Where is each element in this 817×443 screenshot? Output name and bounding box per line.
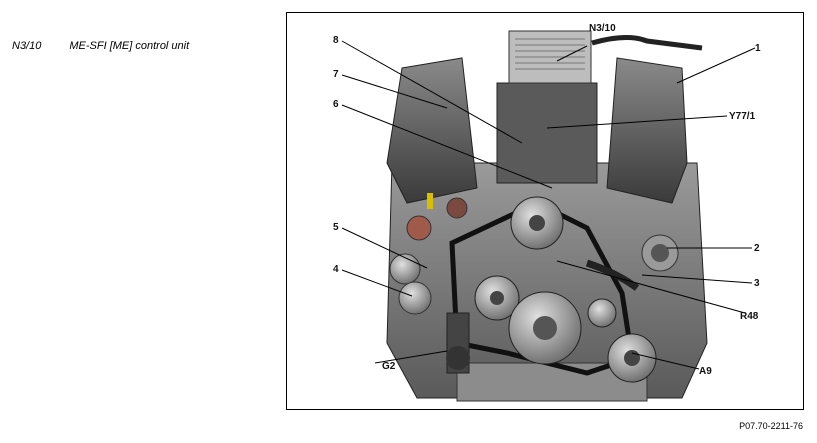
callout-5: 5 xyxy=(333,222,339,233)
callout-7: 7 xyxy=(333,69,339,80)
engine-diagram: N3/10 1 8 7 6 Y77/1 5 2 4 3 R48 G2 A9 xyxy=(333,23,761,402)
legend-code: N3/10 xyxy=(12,40,42,52)
callout-2: 2 xyxy=(754,243,760,254)
callout-r48: R48 xyxy=(740,311,759,322)
callout-3: 3 xyxy=(754,278,760,289)
legend-row: N3/10 ME-SFI [ME] control unit xyxy=(12,40,189,52)
callout-a9: A9 xyxy=(699,366,712,377)
engine-figure-frame: N3/10 1 8 7 6 Y77/1 5 2 4 3 R48 G2 A9 xyxy=(286,12,804,410)
callout-n3-10: N3/10 xyxy=(589,23,616,34)
callout-6: 6 xyxy=(333,99,339,110)
callout-leaders xyxy=(341,40,756,370)
callout-g2: G2 xyxy=(382,361,396,372)
callouts: N3/10 1 8 7 6 Y77/1 5 2 4 3 R48 G2 A9 xyxy=(333,23,761,377)
callout-8: 8 xyxy=(333,35,339,46)
engine-illustration xyxy=(386,30,708,402)
callout-1: 1 xyxy=(755,43,761,54)
legend-description: ME-SFI [ME] control unit xyxy=(69,40,190,52)
callout-y77-1: Y77/1 xyxy=(729,111,756,122)
figure-reference: P07.70-2211-76 xyxy=(739,421,803,431)
callout-4: 4 xyxy=(333,264,339,275)
